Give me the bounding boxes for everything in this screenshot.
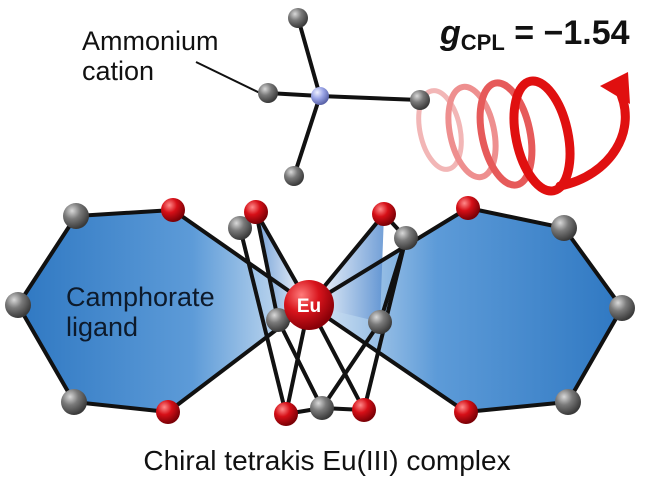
ammonium-label-line1: Ammonium bbox=[82, 26, 219, 56]
ammonium-label-line2: cation bbox=[82, 56, 155, 86]
gcpl-value-label: gCPL = −1.54 bbox=[440, 14, 630, 56]
carbon-atom bbox=[310, 396, 334, 420]
carbon-atom bbox=[5, 292, 31, 318]
c-c-bond bbox=[276, 318, 324, 410]
gcpl-subscript: CPL bbox=[460, 30, 505, 55]
europium-atom bbox=[284, 280, 334, 330]
ligand-label-line2: ligand bbox=[66, 312, 139, 342]
oxygen-atom bbox=[352, 398, 376, 422]
oxygen-atom bbox=[156, 400, 180, 424]
gcpl-symbol: g bbox=[440, 14, 461, 52]
camphorate-ligand-label: Camphorate ligand bbox=[66, 282, 215, 342]
carbon-atom bbox=[609, 295, 635, 321]
ammonium-label-leader bbox=[195, 61, 265, 96]
oxygen-atoms bbox=[156, 196, 480, 426]
eu-o-bond bbox=[171, 208, 311, 307]
n-c-bond bbox=[292, 94, 322, 178]
ligand-label-line1: Camphorate bbox=[66, 282, 215, 312]
oxygen-atom bbox=[454, 400, 478, 424]
oxygen-atom bbox=[274, 402, 298, 426]
carbon-atom bbox=[61, 389, 87, 415]
carbon-atom bbox=[551, 215, 577, 241]
oxygen-atom bbox=[244, 200, 268, 224]
carbon-atom bbox=[368, 310, 392, 334]
carbon-atom bbox=[410, 90, 430, 110]
n-c-bond bbox=[296, 16, 322, 98]
figure-caption: Chiral tetrakis Eu(III) complex bbox=[143, 445, 511, 476]
eu-o-bond bbox=[307, 303, 468, 414]
carbon-atom bbox=[284, 166, 304, 186]
gcpl-equals-value: = −1.54 bbox=[514, 14, 630, 52]
n-c-bond bbox=[318, 94, 422, 102]
europium-label: Eu bbox=[297, 296, 321, 317]
carbon-atom bbox=[394, 226, 418, 250]
c-o-bond bbox=[254, 210, 280, 322]
oxygen-atom bbox=[372, 202, 396, 226]
carbon-atom bbox=[555, 389, 581, 415]
c-o-bond bbox=[238, 226, 288, 416]
left-camphorate-ring bbox=[18, 210, 309, 412]
helix-icon bbox=[416, 76, 630, 196]
oxygen-atom bbox=[161, 198, 185, 222]
c-c-bond bbox=[320, 320, 382, 410]
helix-arrowhead-icon bbox=[600, 72, 630, 104]
carbon-atom bbox=[266, 308, 290, 332]
eu-o-bond bbox=[307, 206, 470, 307]
carbon-atom bbox=[228, 216, 252, 240]
nitrogen-atom bbox=[311, 87, 329, 105]
carbon-atom bbox=[258, 83, 278, 103]
right-camphorate-ring bbox=[312, 208, 622, 412]
carbon-atoms bbox=[5, 8, 635, 420]
carbon-atom bbox=[63, 203, 89, 229]
carbon-atom bbox=[288, 8, 308, 28]
oxygen-atom bbox=[456, 196, 480, 220]
ammonium-cation-label: Ammonium cation bbox=[82, 26, 219, 86]
